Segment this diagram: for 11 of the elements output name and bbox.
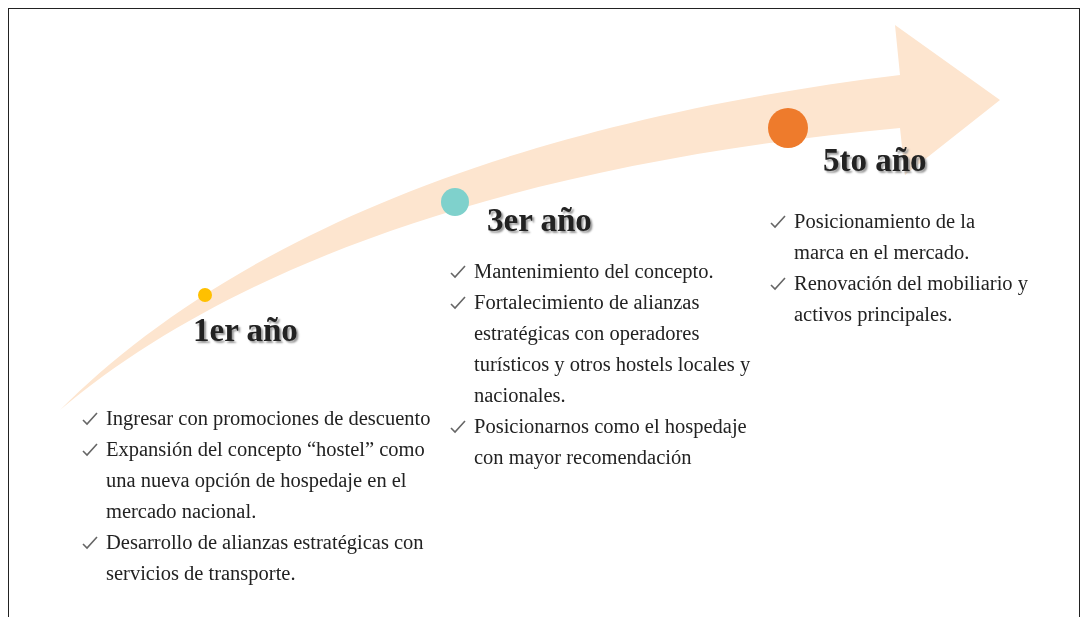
list-item: Expansión del concepto “hostel” como una nueva opción de hospedaje en el mercado nacional. xyxy=(106,438,425,522)
list-item: Desarrollo de alianzas estratégicas con servicios de transporte. xyxy=(106,531,424,584)
list-item: Renovación del mobiliario y activos principales. xyxy=(794,272,1028,325)
year-heading: 1er año xyxy=(193,312,298,349)
list-item: Fortalecimiento de alianzas estratégicas con operadores turísticos y otros hostels locales y nacionales. xyxy=(474,291,751,406)
list-item: Posicionamiento de la marca en el mercado. xyxy=(794,210,976,263)
year-heading: 5to año xyxy=(823,142,927,179)
list-item: Ingresar con promociones de descuento xyxy=(106,407,431,429)
list-item: Mantenimiento del concepto. xyxy=(474,260,714,282)
year-heading: 3er año xyxy=(487,202,592,239)
list-item: Posicionarnos como el hospedaje con mayor recomendación xyxy=(474,415,747,468)
